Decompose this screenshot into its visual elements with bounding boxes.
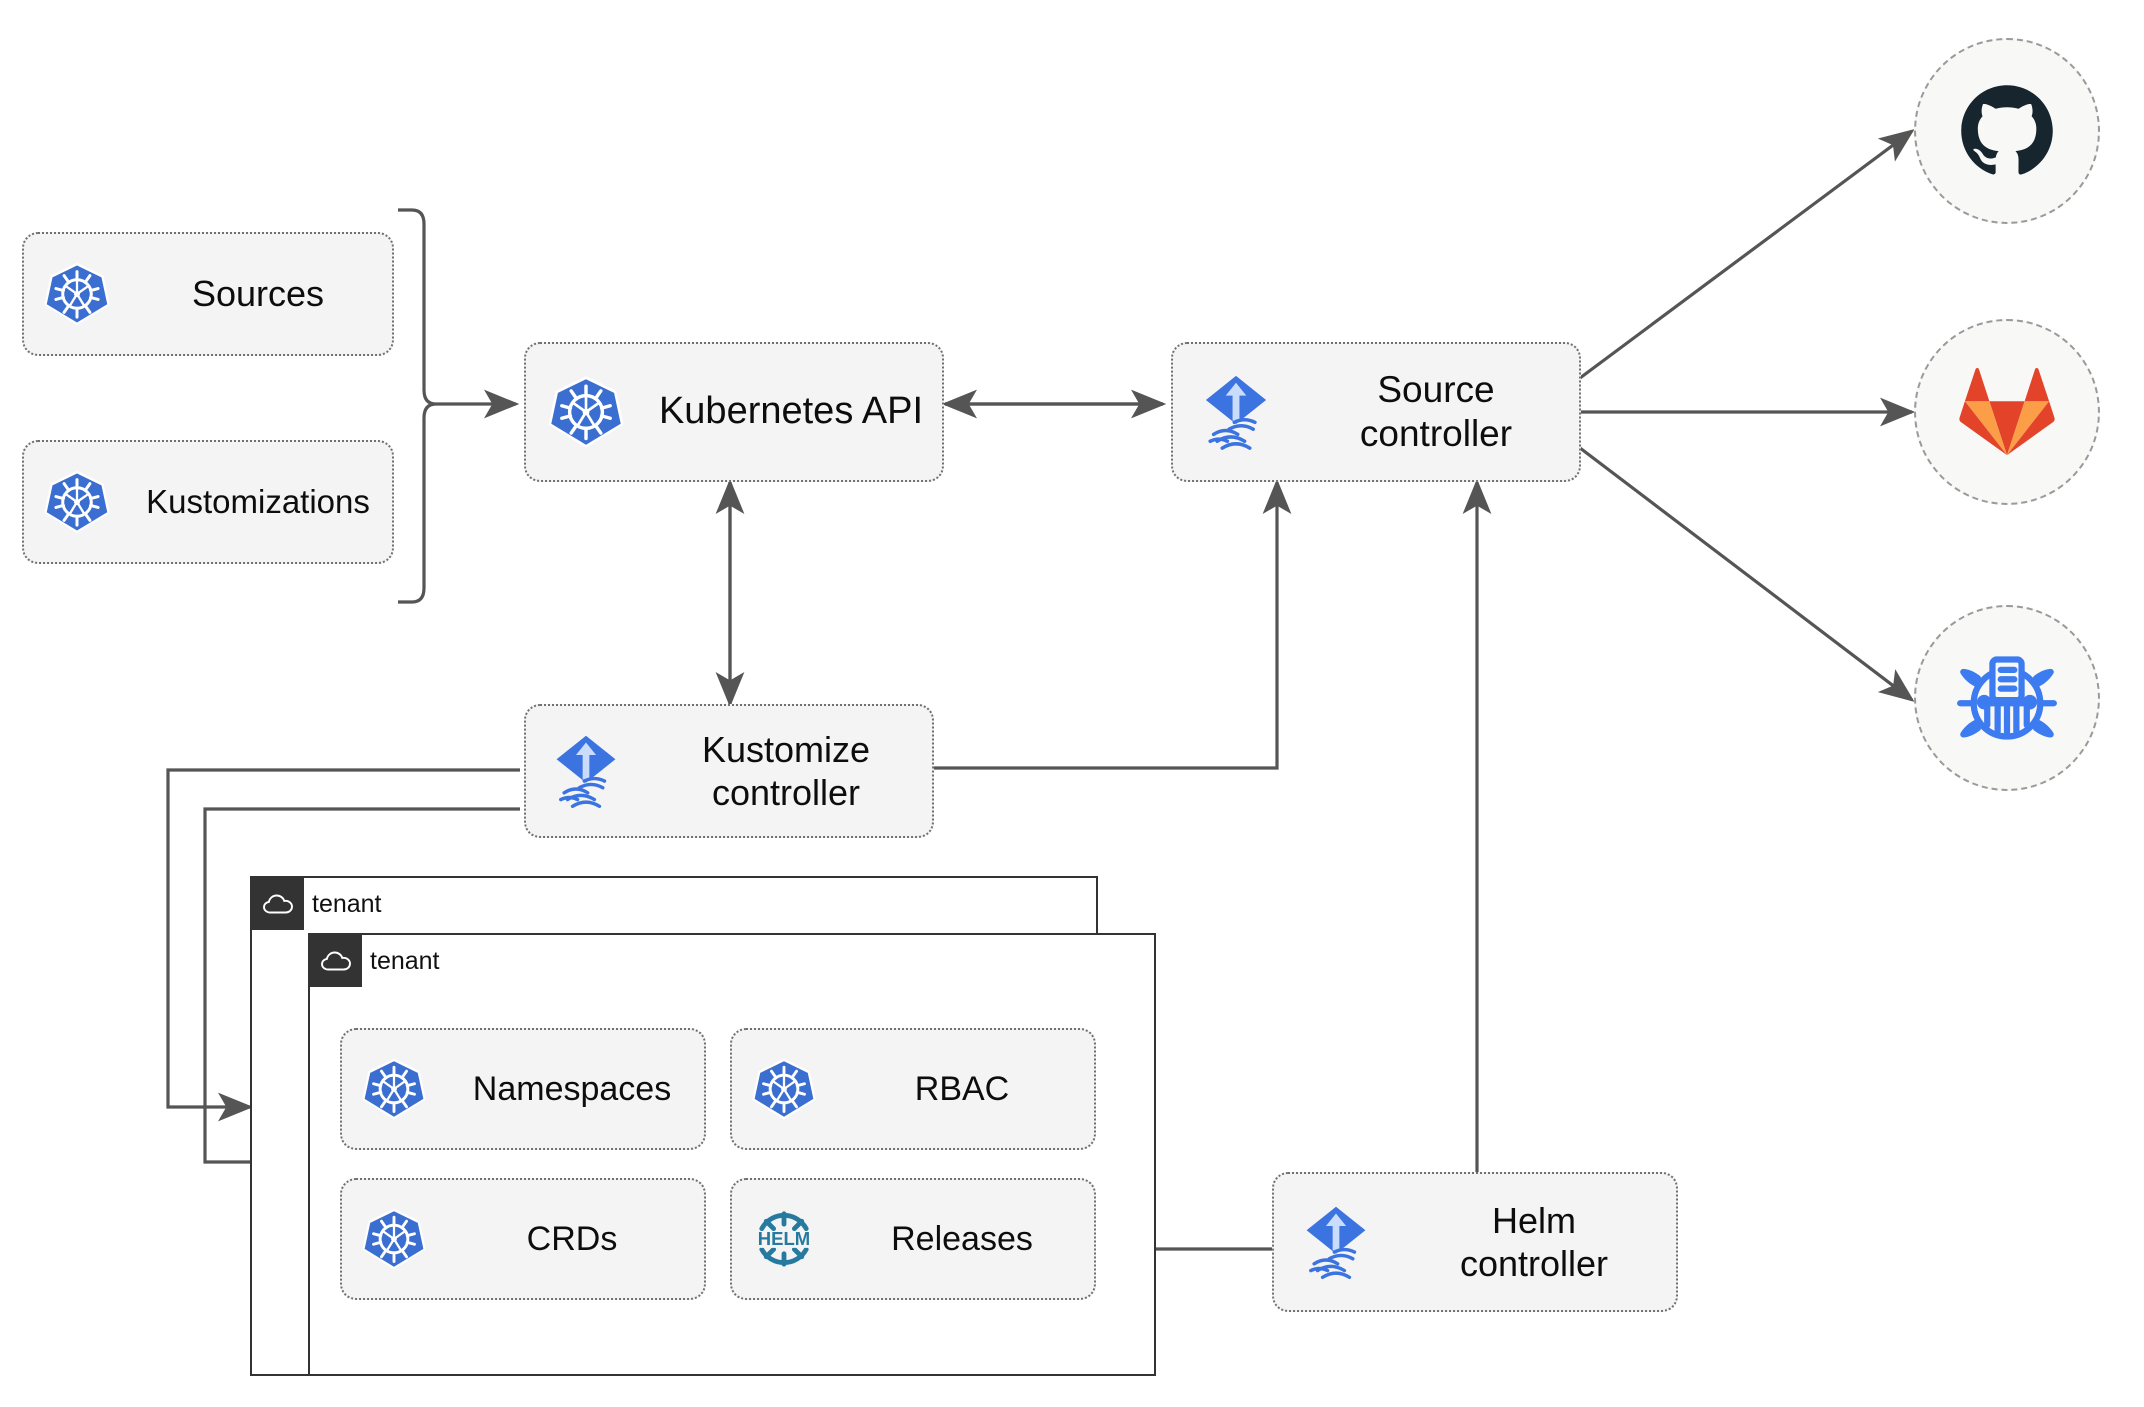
flux-icon <box>1274 1200 1398 1284</box>
helm-icon: HELM <box>732 1202 836 1276</box>
kubernetes-icon <box>526 373 646 451</box>
tenant-label-front: tenant <box>370 946 440 975</box>
provider-github[interactable] <box>1914 38 2100 224</box>
kubernetes-icon <box>24 468 130 536</box>
node-label-namespaces: Namespaces <box>472 1069 672 1108</box>
kubernetes-glyph <box>362 1058 426 1120</box>
node-label-kustomize-controller: Kustomize controller <box>701 728 871 813</box>
node-namespaces[interactable]: Namespaces <box>340 1028 706 1150</box>
flux-icon <box>1173 369 1299 455</box>
node-label-kustomizations: Kustomizations <box>146 483 370 521</box>
kubernetes-icon <box>24 260 130 328</box>
wire-kustomizecontroller-sourcecontroller <box>930 478 1292 770</box>
provider-oci-registry[interactable] <box>1914 605 2100 791</box>
cloud-icon <box>252 878 304 930</box>
node-rbac[interactable]: RBAC <box>730 1028 1096 1150</box>
kubernetes-glyph <box>752 1058 816 1120</box>
node-label-source-controller: Source controller <box>1359 368 1513 454</box>
node-kustomize-controller[interactable]: Kustomize controller <box>524 704 934 838</box>
wire-resources-bracket <box>398 208 437 604</box>
svg-text:HELM: HELM <box>758 1228 810 1249</box>
kubernetes-glyph <box>362 1208 426 1270</box>
node-label-crds: CRDs <box>526 1219 618 1258</box>
kubernetes-glyph <box>44 262 110 326</box>
node-sources[interactable]: Sources <box>22 232 394 356</box>
tenant-container-front: tenant <box>308 933 1156 1376</box>
flux-icon <box>526 729 646 813</box>
node-label-helm-controller: Helm controller <box>1459 1199 1609 1284</box>
node-label-sources: Sources <box>191 273 325 315</box>
node-label-releases: Releases <box>891 1219 1033 1258</box>
cloud-glyph <box>321 951 351 971</box>
cloud-glyph <box>263 894 293 914</box>
helm-repository-icon <box>1957 656 2057 740</box>
node-releases[interactable]: HELM Releases <box>730 1178 1096 1300</box>
kubernetes-icon <box>342 1206 446 1272</box>
node-source-controller[interactable]: Source controller <box>1171 342 1581 482</box>
node-kubernetes-api[interactable]: Kubernetes API <box>524 342 944 482</box>
flux-glyph <box>1205 375 1267 450</box>
node-helm-controller[interactable]: Helm controller <box>1272 1172 1678 1312</box>
flux-glyph <box>556 735 616 809</box>
gitlab-icon <box>1959 367 2055 456</box>
node-kustomizations[interactable]: Kustomizations <box>22 440 394 564</box>
node-label-rbac: RBAC <box>914 1069 1010 1108</box>
provider-gitlab[interactable] <box>1914 319 2100 505</box>
node-crds[interactable]: CRDs <box>340 1178 706 1300</box>
wire-sourcecontroller-ociregistry <box>1579 446 1915 702</box>
cloud-icon <box>310 935 362 987</box>
github-icon <box>1961 85 2053 175</box>
kubernetes-icon <box>732 1056 836 1122</box>
node-label-kubernetes-api: Kubernetes API <box>658 390 924 433</box>
kubernetes-glyph <box>44 470 110 534</box>
tenant-label-back: tenant <box>312 889 382 918</box>
wire-sourcecontroller-github <box>1579 129 1915 380</box>
helm-glyph: HELM <box>751 1211 817 1267</box>
flux-glyph <box>1306 1206 1366 1280</box>
kubernetes-glyph <box>548 376 624 448</box>
kubernetes-icon <box>342 1056 446 1122</box>
